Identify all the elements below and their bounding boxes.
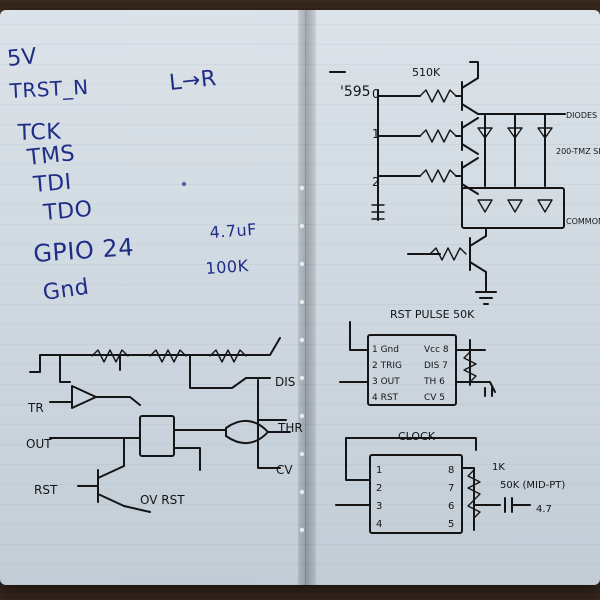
pin-5v: 5V xyxy=(6,44,38,72)
clock-r2: 50K (MID-PT) xyxy=(500,480,565,491)
pin-tdo: TDO xyxy=(41,197,93,226)
pin-tck: TCK xyxy=(16,119,61,146)
clock-left-pin-3: 3 xyxy=(376,501,382,512)
open-notebook xyxy=(0,10,600,585)
left-pin-list: 5V TRST_N TCK TMS TDI TDO GPIO 24 Gnd L→… xyxy=(6,44,257,306)
note-diodes-match: DIODES MATCH xyxy=(566,111,600,120)
binding-holes xyxy=(299,185,305,533)
label-ov-rst: OV RST xyxy=(140,493,185,507)
clock-c1: 4.7 xyxy=(536,504,552,515)
pin-tms: TMS xyxy=(25,141,76,171)
rst-left-pin-1: 1 Gnd xyxy=(372,345,399,355)
clock-right-pin-6: 6 xyxy=(448,501,454,512)
clock-schematic: CLOCK 1 2 3 4 8 7 6 5 1K 50K (MID-PT) 4.… xyxy=(335,430,565,534)
rst-left-pin-2: 2 TRIG xyxy=(372,361,402,371)
note-common-cathode: COMMON DIGIT CATHODE xyxy=(566,217,600,226)
note-segment-anode: 200-TMZ SEGMENT ANODE xyxy=(556,147,600,156)
clock-r1: 1K xyxy=(492,462,505,473)
label-dis: DIS xyxy=(275,375,295,389)
pin-2: 2 xyxy=(372,175,380,189)
pin-0: 0 xyxy=(372,87,380,101)
pin-trst: TRST_N xyxy=(8,75,89,103)
clock-title: CLOCK xyxy=(398,430,436,443)
rst-pulse-title: RST PULSE 50K xyxy=(390,308,475,321)
r-510k: 510K xyxy=(412,66,441,79)
clock-left-pin-1: 1 xyxy=(376,465,382,476)
pin-gnd: Gnd xyxy=(41,275,90,306)
notebook-fold xyxy=(298,10,316,585)
pin-tdi: TDI xyxy=(31,170,72,198)
label-tr: TR xyxy=(27,401,44,415)
rst-left-pin-3: 3 OUT xyxy=(372,377,400,387)
label-rst: RST xyxy=(34,483,58,497)
rst-right-pin-6: TH 6 xyxy=(423,377,445,387)
clock-right-pin-5: 5 xyxy=(448,519,454,530)
label-cv: CV xyxy=(276,463,293,477)
right-page xyxy=(305,10,600,585)
rst-right-pin-7: DIS 7 xyxy=(424,361,448,371)
lr-note: L→R xyxy=(168,66,218,96)
ink-dot xyxy=(182,182,186,186)
clock-left-pin-2: 2 xyxy=(376,483,382,494)
clock-right-pin-7: 7 xyxy=(448,483,454,494)
ic-595-label: '595 xyxy=(340,84,371,100)
rst-right-pin-8: Vcc 8 xyxy=(424,345,449,355)
rst-right-pin-5: CV 5 xyxy=(424,393,445,403)
clock-right-pin-8: 8 xyxy=(448,465,454,476)
rst-left-pin-4: 4 RST xyxy=(372,393,399,403)
pin-gpio24: GPIO 24 xyxy=(32,233,134,268)
left-page xyxy=(0,10,306,585)
cap-note: 4.7uF xyxy=(209,220,258,242)
clock-left-pin-4: 4 xyxy=(376,519,382,530)
label-thr: THR xyxy=(277,421,303,435)
rst-pulse-schematic: RST PULSE 50K 1 Gnd 2 TRIG 3 OUT 4 RST V… xyxy=(339,308,496,406)
label-out: OUT xyxy=(26,437,52,451)
pin-1: 1 xyxy=(372,127,380,141)
res-note: 100K xyxy=(205,256,249,278)
left-schematic: TR OUT RST DIS THR CV OV RST xyxy=(26,337,303,513)
right-top-schematic: '595 0 1 2 510K xyxy=(329,61,600,305)
